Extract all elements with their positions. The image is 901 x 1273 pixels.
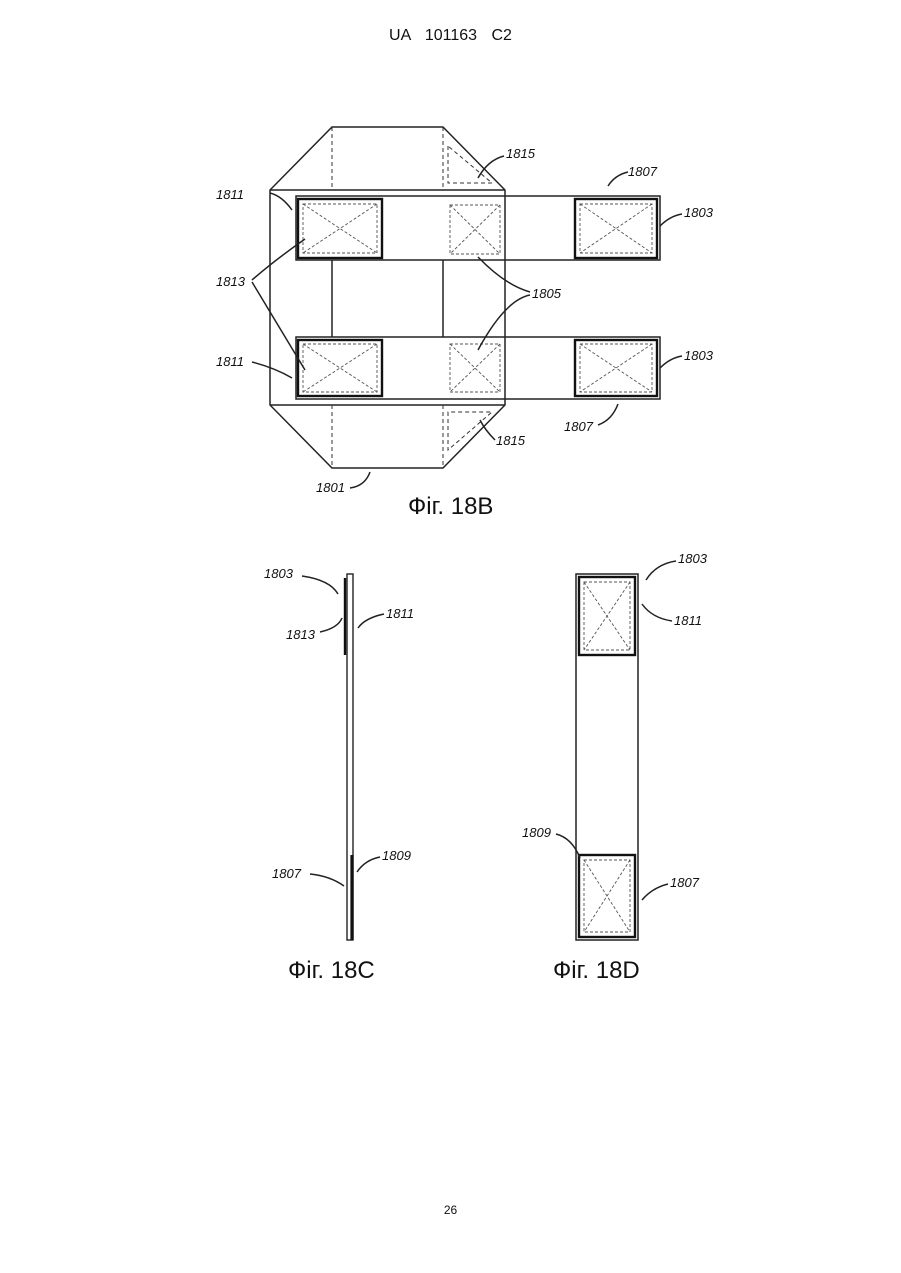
label-1805: 1805 — [532, 286, 562, 301]
leader — [660, 356, 682, 368]
label-1809: 1809 — [382, 848, 411, 863]
label-1801: 1801 — [316, 480, 345, 495]
strip-1803-front — [576, 574, 638, 940]
page-number: 26 — [0, 1203, 901, 1217]
pad-1811-top — [298, 199, 382, 258]
leader-arrow — [642, 884, 668, 900]
label-1811: 1811 — [216, 354, 244, 369]
leader — [252, 282, 305, 370]
tab-1815-bottom — [448, 412, 492, 450]
label-1811: 1811 — [216, 187, 244, 202]
label-1803: 1803 — [684, 348, 714, 363]
pad-1803-bottom — [575, 340, 657, 396]
leader — [478, 295, 530, 350]
leader-arrow — [608, 172, 628, 186]
leader-arrow — [642, 604, 672, 621]
base-panel-1801 — [270, 127, 505, 468]
leader — [478, 257, 530, 292]
label-1813: 1813 — [216, 274, 246, 289]
pad-1803-top — [575, 199, 657, 258]
figure-caption: Фіг. 18B — [408, 493, 493, 520]
leader-arrow — [646, 561, 676, 580]
pad-1811-bottom — [298, 340, 382, 396]
label-1803: 1803 — [264, 566, 294, 581]
label-1807: 1807 — [628, 164, 658, 179]
label-1807: 1807 — [564, 419, 594, 434]
label-1815: 1815 — [496, 433, 526, 448]
strip-1807-bottom — [296, 337, 660, 399]
leader — [350, 472, 370, 488]
leader-arrow — [310, 874, 344, 886]
label-1807: 1807 — [670, 875, 700, 890]
label-1811: 1811 — [386, 606, 414, 621]
label-1811: 1811 — [674, 613, 702, 628]
leader — [357, 857, 380, 872]
leader — [320, 618, 342, 632]
leader — [660, 214, 682, 226]
figure-18c: 1803 1811 1813 1809 1807 Фіг. 18C — [264, 566, 414, 984]
label-1813: 1813 — [286, 627, 316, 642]
figure-caption: Фіг. 18C — [288, 957, 375, 984]
figure-18b: 1815 1807 1811 1803 1813 1805 1811 1803 … — [216, 127, 714, 520]
leader-arrow — [358, 614, 384, 628]
label-1803: 1803 — [678, 551, 708, 566]
tab-1815-top — [448, 146, 492, 183]
figure-caption: Фіг. 18D — [553, 957, 640, 984]
strip-1807-top — [296, 196, 660, 260]
label-1803: 1803 — [684, 205, 714, 220]
figure-18d: 1803 1811 1809 1807 Фіг. 18D — [522, 551, 708, 984]
leader-arrow — [270, 193, 292, 210]
leader-arrow — [598, 404, 618, 425]
leader-arrow — [302, 576, 338, 594]
label-1807: 1807 — [272, 866, 302, 881]
label-1815: 1815 — [506, 146, 536, 161]
label-1809: 1809 — [522, 825, 551, 840]
leader-arrow — [252, 362, 292, 378]
